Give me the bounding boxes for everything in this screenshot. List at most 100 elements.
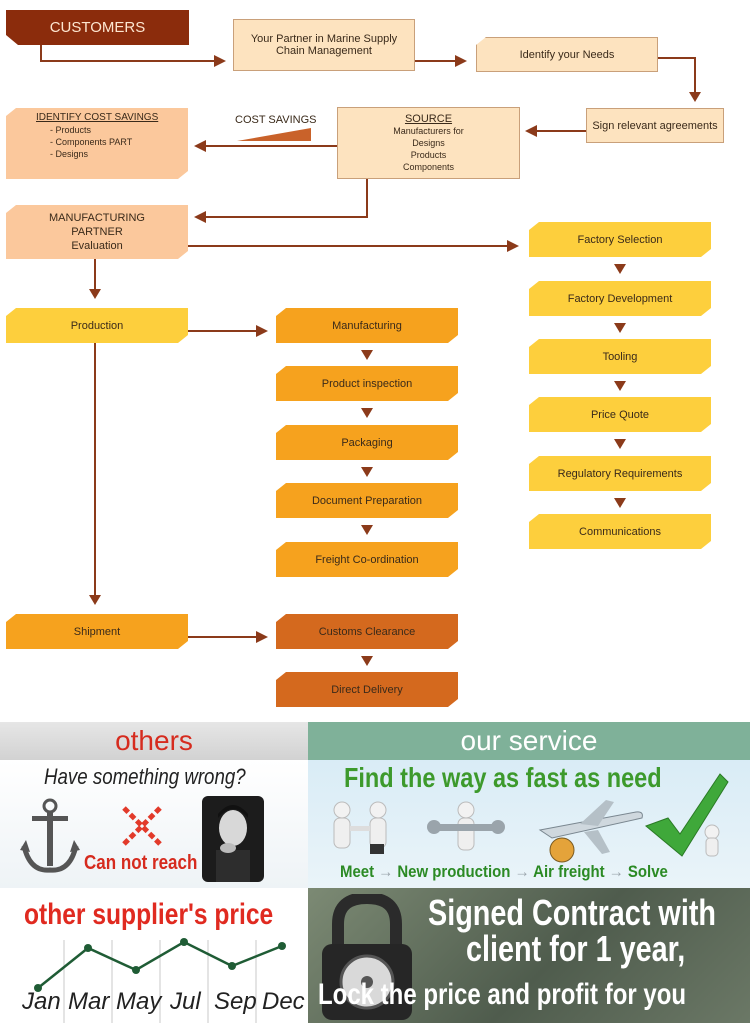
production-step-label: Packaging (341, 436, 393, 449)
arrow-down (89, 289, 101, 299)
cost-savings-wedge (237, 128, 311, 141)
shipment-box: Shipment (6, 614, 188, 649)
step-solve: Solve (627, 862, 668, 881)
production-box: Production (6, 308, 188, 343)
cost-savings-label: COST SAVINGS (235, 114, 317, 126)
factory-step-label: Regulatory Requirements (557, 467, 683, 480)
production-step: Freight Co-ordination (276, 542, 458, 577)
step-air-freight: Air freight (533, 862, 605, 881)
connector (40, 60, 215, 62)
connector (205, 216, 368, 218)
connector (94, 259, 96, 289)
identify-cost-item: - Products (50, 125, 92, 135)
delivery-label: Direct Delivery (331, 683, 403, 696)
service-slogan: Find the way as fast as need (344, 762, 662, 793)
sign-agreements-label: Sign relevant agreements (592, 119, 718, 132)
sign-agreements-box: Sign relevant agreements (586, 108, 724, 143)
service-title: our service (460, 725, 598, 756)
others-title: others (115, 725, 193, 756)
wrench-icon (427, 801, 505, 851)
price-line-chart (34, 938, 286, 1023)
supplier-price-title: other supplier's price (24, 898, 274, 931)
contract-line3: Lock the price and profit for you (318, 978, 687, 1011)
factory-step: Factory Development (529, 281, 711, 316)
mfg-partner-line: Evaluation (71, 240, 123, 252)
padlock-icon (322, 894, 412, 1020)
arrow-down (361, 350, 373, 360)
mfg-partner-line: MANUFACTURING (49, 212, 145, 224)
factory-step-label: Price Quote (590, 408, 650, 421)
partner-line1: Your Partner in Marine Supply (250, 33, 398, 45)
mfg-partner-line: PARTNER (71, 226, 123, 238)
identify-cost-title: IDENTIFY COST SAVINGS (36, 112, 159, 123)
arrow-icon: → (514, 862, 534, 881)
connector (415, 60, 455, 62)
cross-icon (122, 806, 162, 846)
source-item: Components (402, 162, 455, 172)
arrow-down (614, 498, 626, 508)
service-panel: Find the way as fast as need Meet → New … (308, 760, 750, 888)
identify-needs-box: Identify your Needs (476, 37, 658, 72)
shipment-label: Shipment (73, 625, 121, 638)
arrow-right (256, 631, 268, 643)
checkmark-icon (645, 773, 729, 857)
connector (188, 245, 508, 247)
arrow-right (256, 325, 268, 337)
connector (40, 45, 42, 62)
customs-label: Customs Clearance (318, 625, 416, 638)
mfg-partner-box: MANUFACTURING PARTNER Evaluation (6, 205, 188, 259)
production-step-label: Freight Co-ordination (315, 553, 419, 566)
arrow-icon: → (608, 862, 628, 881)
others-subtitle: Have something wrong? (44, 764, 246, 789)
partner-box: Your Partner in Marine Supply Chain Mana… (233, 19, 415, 71)
others-header: others (0, 722, 308, 760)
contract-line2: client for 1 year, (466, 928, 686, 969)
production-step: Manufacturing (276, 308, 458, 343)
connector (536, 130, 586, 132)
identify-cost-item: - Components PART (50, 137, 133, 147)
connector (94, 343, 96, 595)
arrow-down (361, 467, 373, 477)
factory-step: Regulatory Requirements (529, 456, 711, 491)
factory-step: Price Quote (529, 397, 711, 432)
price-point (180, 938, 188, 946)
month-label: Mar (68, 988, 110, 1015)
factory-step: Factory Selection (529, 222, 711, 257)
step-meet: Meet (340, 862, 375, 881)
source-item: Manufacturers for (393, 126, 464, 136)
month-row: Jan Mar May Jul Sep Dec (0, 988, 308, 1018)
customers-label: CUSTOMERS (49, 19, 146, 36)
factory-step-label: Factory Development (567, 292, 673, 305)
source-item: Designs (412, 138, 445, 148)
connector (188, 330, 256, 332)
connector (366, 179, 368, 218)
factory-step-label: Communications (579, 525, 661, 538)
cannot-reach-label: Can not reach (84, 852, 198, 874)
production-step: Packaging (276, 425, 458, 460)
contract-line1: Signed Contract with (428, 892, 716, 933)
arrow-down (89, 595, 101, 605)
arrow-down (614, 264, 626, 274)
identify-cost-box: IDENTIFY COST SAVINGS - Products - Compo… (6, 108, 188, 179)
factory-step: Communications (529, 514, 711, 549)
connector (694, 57, 696, 92)
arrow-down (614, 323, 626, 333)
identify-needs-label: Identify your Needs (519, 48, 615, 61)
service-header: our service (308, 722, 750, 760)
production-step: Document Preparation (276, 483, 458, 518)
arrow-down (689, 92, 701, 102)
connector (188, 636, 256, 638)
production-step-label: Manufacturing (332, 319, 402, 332)
price-point (34, 984, 42, 992)
step-new-production: New production (397, 862, 511, 881)
service-steps-row: Meet → New production → Air freight → So… (340, 862, 668, 882)
price-point (84, 944, 92, 952)
month-label: Dec (262, 988, 305, 1015)
source-box: SOURCE Manufacturers for Designs Product… (337, 107, 520, 179)
price-trend-line (37, 940, 283, 989)
production-step-label: Document Preparation (311, 494, 423, 507)
factory-step-label: Tooling (602, 350, 638, 363)
source-item: Products (410, 150, 447, 160)
arrow-icon: → (378, 862, 398, 881)
contract-panel: Signed Contract with client for 1 year, … (308, 888, 750, 1023)
